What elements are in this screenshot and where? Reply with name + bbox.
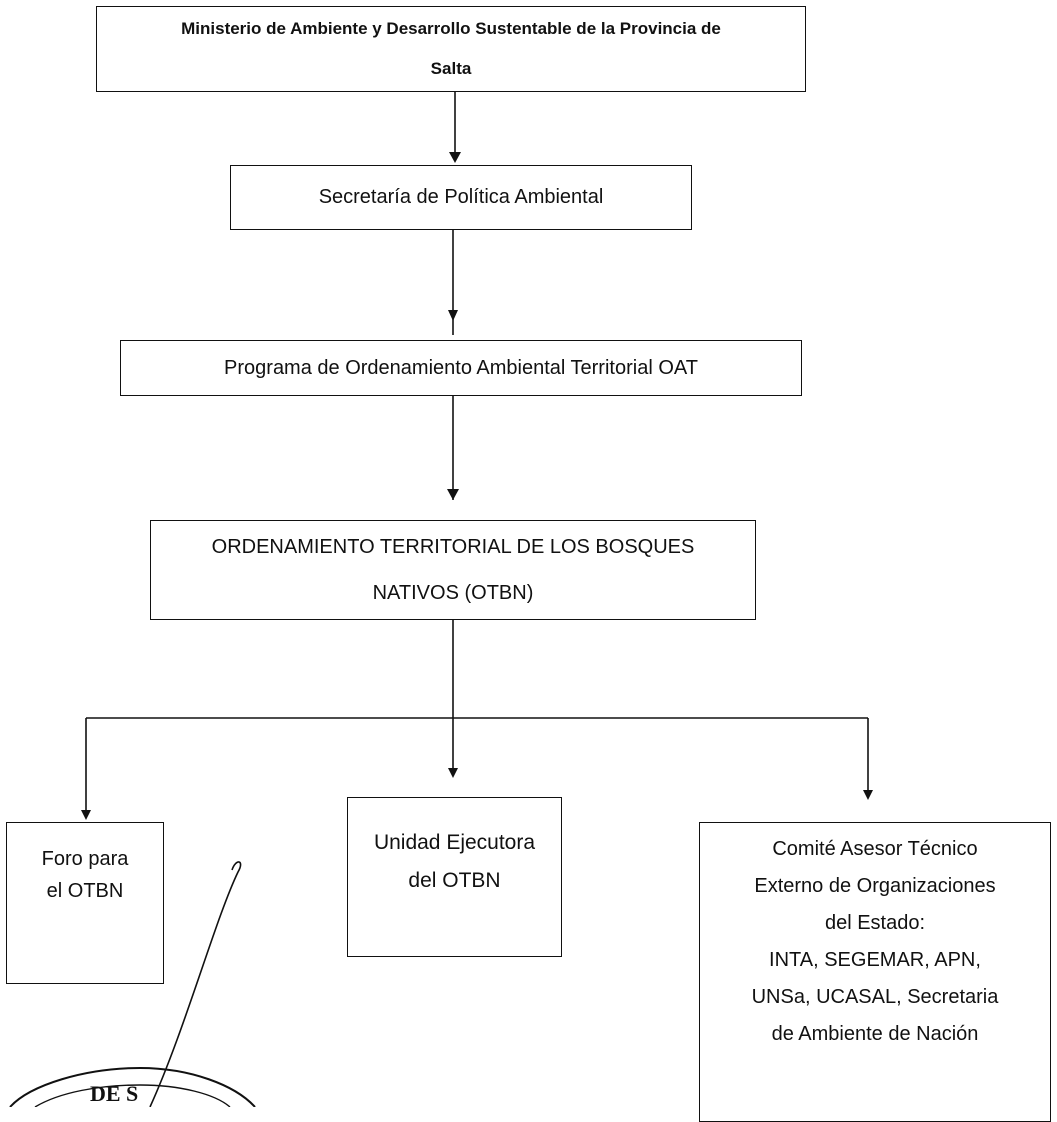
box-programa-label: Programa de Ordenamiento Ambiental Terri… — [224, 356, 698, 379]
arrowhead-programa — [448, 310, 458, 321]
box-foro: Foro para el OTBN — [6, 822, 164, 984]
box-programa: Programa de Ordenamiento Ambiental Terri… — [120, 340, 802, 396]
box-ministerio: Ministerio de Ambiente y Desarrollo Sust… — [96, 6, 806, 92]
arrowhead-secretaria — [449, 152, 461, 163]
signature-stroke — [149, 861, 242, 1107]
box-secretaria: Secretaría de Política Ambiental — [230, 165, 692, 230]
box-unidad-ejecutora: Unidad Ejecutora del OTBN — [347, 797, 562, 957]
arrowhead-unidad — [448, 768, 458, 778]
arrowhead-foro — [81, 810, 91, 820]
arrowhead-otbn — [447, 489, 459, 500]
box-unidad-ejecutora-label: Unidad Ejecutora del OTBN — [373, 831, 536, 892]
box-secretaria-label: Secretaría de Política Ambiental — [318, 186, 604, 208]
box-foro-label: Foro para el OTBN — [41, 848, 129, 902]
box-otbn-label: ORDENAMIENTO TERRITORIAL DE LOS BOSQUES … — [211, 536, 695, 604]
svg-text:DE S: DE S — [90, 1081, 138, 1106]
box-comite: Comité Asesor Técnico Externo de Organiz… — [699, 822, 1051, 1122]
box-otbn: ORDENAMIENTO TERRITORIAL DE LOS BOSQUES … — [150, 520, 756, 620]
box-ministerio-label: Ministerio de Ambiente y Desarrollo Sust… — [181, 19, 721, 78]
box-comite-label: Comité Asesor Técnico Externo de Organiz… — [751, 838, 999, 1045]
arrowhead-comite — [863, 790, 873, 800]
seal-mark: DE S — [9, 1066, 256, 1107]
